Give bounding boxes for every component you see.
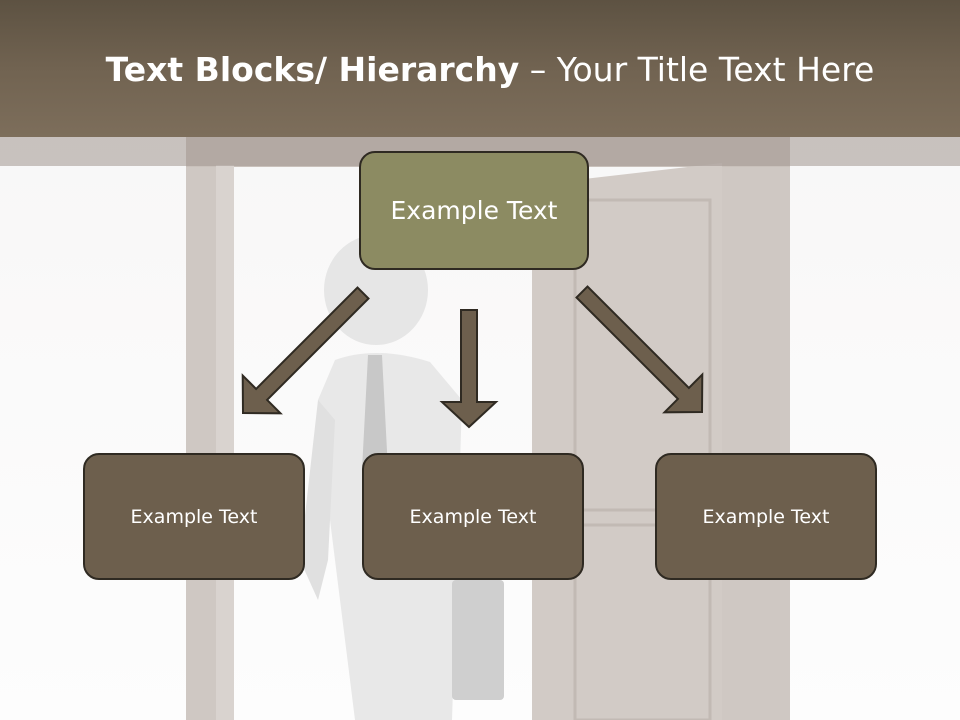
child-box-middle-text: Example Text [409, 505, 537, 528]
figure-arm [300, 400, 335, 600]
hierarchy-child-box-middle: Example Text [362, 453, 584, 580]
child-box-right-text: Example Text [702, 505, 830, 528]
arrow-left [241, 286, 370, 415]
title-bar [0, 0, 960, 137]
top-box-text: Example Text [390, 196, 558, 225]
title-bold-part: Text Blocks/ Hierarchy [105, 50, 520, 89]
title-dash: – [519, 50, 557, 89]
briefcase [452, 580, 504, 700]
hierarchy-child-box-right: Example Text [655, 453, 877, 580]
slide-title: Text Blocks/ Hierarchy – Your Title Text… [0, 50, 960, 89]
arrow-right [575, 285, 704, 414]
door-panel-lower [573, 523, 712, 720]
title-rest: Your Title Text Here [556, 50, 875, 89]
door-frame-inner [216, 165, 234, 720]
arrow-middle [439, 309, 499, 429]
hierarchy-child-box-left: Example Text [83, 453, 305, 580]
hierarchy-top-box: Example Text [359, 151, 589, 270]
door-frame-right [722, 137, 790, 720]
door-panel-upper [573, 198, 712, 512]
child-box-left-text: Example Text [130, 505, 258, 528]
open-door [532, 163, 722, 720]
